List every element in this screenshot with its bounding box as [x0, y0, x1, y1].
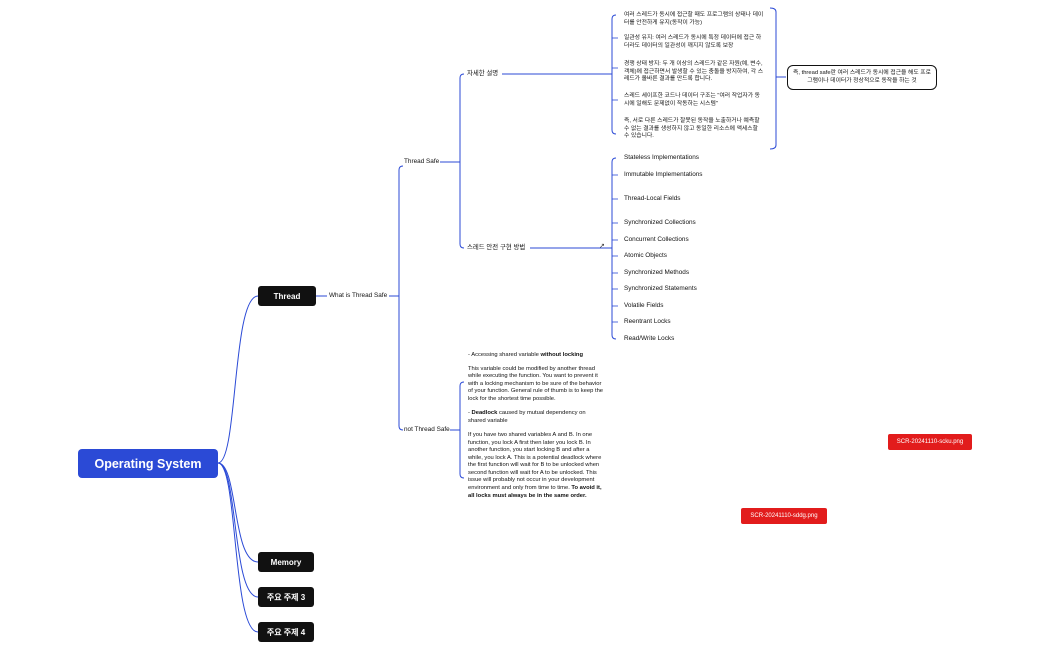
node-what-is-thread-safe[interactable]: What is Thread Safe	[329, 292, 388, 299]
note-text: If you have two shared variables A and B…	[468, 432, 602, 491]
note-text: -	[468, 410, 472, 417]
method-item[interactable]: Stateless Implementations	[624, 154, 699, 161]
image-attachment-badge[interactable]: SCR-20241110-sddg.png	[741, 508, 827, 524]
topic-memory[interactable]: Memory	[258, 552, 314, 572]
method-item[interactable]: Synchronized Statements	[624, 285, 697, 292]
note-bold: without locking	[540, 352, 584, 358]
detail-paragraph: 경쟁 상태 방지: 두 개 이상의 스레드가 같은 자원(예, 변수, 객체)에…	[624, 61, 764, 83]
method-item[interactable]: Read/Write Locks	[624, 335, 675, 342]
method-item[interactable]: Volatile Fields	[624, 302, 664, 309]
node-thread-safe[interactable]: Thread Safe	[404, 158, 440, 165]
detail-paragraph: 스레드 세이프한 코드나 데이터 구조는 "여러 작업자가 동시에 일해도 문제…	[624, 93, 760, 107]
topic-3[interactable]: 주요 주제 3	[258, 587, 314, 607]
method-item[interactable]: Synchronized Methods	[624, 269, 690, 276]
note-text: caused by mutual dependency on shared va…	[468, 410, 586, 424]
method-item[interactable]: Reentrant Locks	[624, 318, 671, 325]
method-item[interactable]: Synchronized Collections	[624, 219, 696, 226]
note-text: - Accessing shared variable	[468, 352, 541, 358]
node-detail-label[interactable]: 자세한 설명	[467, 70, 499, 77]
method-item[interactable]: Thread-Local Fields	[624, 195, 681, 202]
node-not-thread-safe[interactable]: not Thread Safe	[404, 426, 450, 433]
note-text: This variable could be modified by anoth…	[468, 365, 604, 402]
detail-paragraph: 여러 스레드가 동시에 접근할 때도 프로그램의 상태나 데이터를 안전하게 유…	[624, 12, 764, 26]
node-impl-label[interactable]: 스레드 안전 구현 방법	[467, 244, 526, 251]
not-safe-note[interactable]: - Accessing shared variable without lock…	[468, 352, 603, 500]
detail-paragraph: 일관성 유지: 여러 스레드가 동시에 특정 데이터에 접근 하더라도 데이터의…	[624, 35, 762, 49]
summary-callout[interactable]: 즉, thread safe란 여러 스레드가 동시에 접근을 해도 프로그램이…	[787, 65, 937, 90]
image-attachment-badge[interactable]: SCR-20241110-scku.png	[888, 434, 972, 450]
note-bold: To avoid it, all locks must always be in…	[468, 484, 602, 499]
method-item[interactable]: Immutable Implementations	[624, 171, 703, 178]
method-item[interactable]: Atomic Objects	[624, 252, 667, 259]
root-node[interactable]: Operating System	[78, 449, 218, 478]
topic-4[interactable]: 주요 주제 4	[258, 622, 314, 642]
detail-paragraph: 즉, 서로 다른 스레드가 잘못된 동작을 노출하거나 예측할 수 없는 결과를…	[624, 118, 760, 140]
note-bold: Deadlock	[471, 410, 498, 417]
method-item[interactable]: Concurrent Collections	[624, 236, 689, 243]
topic-thread[interactable]: Thread	[258, 286, 316, 306]
external-link-icon[interactable]: ↗	[599, 243, 605, 250]
